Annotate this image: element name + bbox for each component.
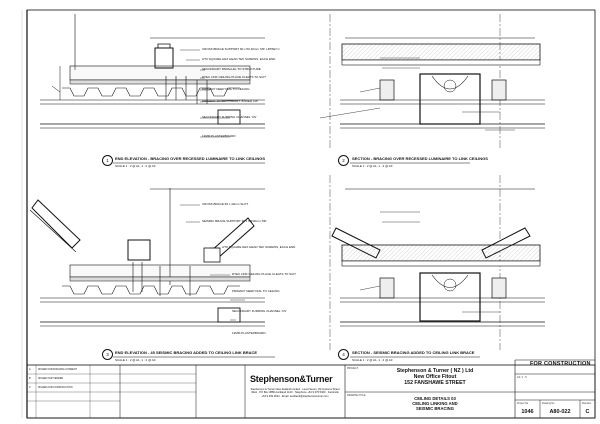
note-text: SECONDARY PARALLEL TO STRUCTURE (202, 67, 261, 71)
detail-3-number: 3 (102, 349, 113, 360)
revision-description: ISSUED FOR CONSTRUCTION (38, 386, 73, 389)
client-line-3: 152 FANSHAWE STREET (404, 380, 466, 386)
project-number: 1046 (521, 409, 534, 415)
sheet-label: A3 / 1 : 5 (517, 376, 527, 379)
note-text: 2/70 SQUARE HEX HEAD TEK SCREWS, EACH EN… (222, 245, 296, 249)
drawing-number: A80-022 (549, 409, 571, 415)
note-text: DTEC LINK CEILING PLACE CLEATS TO SUIT (232, 272, 297, 276)
title-line-2: CEILING LINKING AND (412, 401, 458, 406)
revision-description: ISSUED FOR BUILDING CONSENT (38, 368, 77, 371)
note-text: SECONDARY FURRING CHANNEL 'CS' (202, 115, 257, 119)
note-text: 13MM PLASTERBOARD (232, 331, 266, 335)
detail-3-drawing (29, 188, 265, 327)
revision-letter: C (585, 409, 590, 415)
detail-4-drawing (329, 175, 545, 350)
revision-label: Revision (582, 402, 592, 405)
client-name: Stephenson & Turner ( NZ ) Ltd New Offic… (380, 368, 490, 386)
detail-1-drawing (40, 14, 265, 138)
revision-code: A (29, 368, 31, 371)
revision-code: B (29, 377, 31, 380)
client-line-2: New Office Fitout (413, 374, 457, 380)
revision-code: C (29, 386, 31, 389)
drawing-title: CEILING DETAILS 03 CEILING LINKING AND S… (380, 396, 490, 411)
detail-4-caption: SECTION - SEISMIC BRACING ADDED TO CEILI… (352, 350, 475, 355)
detail-1-number: 1 (102, 155, 113, 166)
detail-3-scale: SCALE 1 : 2 @ A1, 1 : 4 @ A3 (115, 358, 156, 362)
detail-1-caption: END ELEVATION - BRACING OVER RECESSED LU… (115, 156, 266, 161)
revision-description: ISSUED FOR TENDER (38, 377, 64, 380)
company-address: Stephenson & Turner New Zealand Limited … (250, 388, 340, 398)
note-text: CROSS BRACE 90 x 40mm SLOT (202, 202, 249, 206)
drawing-no-label: Drawing No (542, 402, 555, 405)
detail-2-caption: SECTION - BRACING OVER RECESSED LUMINAIR… (352, 156, 488, 161)
note-text: DTEC LINK CEILING PLACE CLEATS TO SUIT (202, 75, 267, 79)
note-text: SECONDARY FURRING CHANNEL 'CS' (232, 309, 287, 313)
note-text: PRIMARY TO SECONDARY JOINER CW (202, 99, 258, 103)
detail-3-caption: END ELEVATION - 45 SEISMIC BRACING ADDED… (115, 350, 258, 355)
note-text: CROSS BRACE SUPPORT 90 x 50 40mm 'MF' LI… (202, 47, 280, 51)
note-text: 2/70 SQUARE HEX HEAD TEK SCREWS, EACH EN… (202, 57, 276, 61)
project-label: PROJECT (347, 367, 359, 370)
detail-2-drawing (319, 14, 545, 150)
note-text: SEISMIC BRACE SUPPORT 90 x 50/40mm 'MF' (202, 219, 267, 223)
detail-2-number: 2 (338, 155, 349, 166)
title-line-3: SEISMIC BRACING (416, 406, 454, 411)
client-line-1: Stephenson & Turner ( NZ ) Ltd (396, 368, 474, 374)
detail-2-scale: SCALE 1 : 2 @ A1, 1 : 4 @ A3 (352, 164, 393, 168)
detail-1-scale: SCALE 1 : 2 @ A1, 1 : 4 @ A3 (115, 164, 156, 168)
detail-4-number: 4 (338, 349, 349, 360)
drawing-title-label: DRAWING TITLE (347, 394, 366, 397)
note-text: PRIMARY DEEP DIAL TO CEILING (202, 87, 250, 91)
issue-status: FOR CONSTRUCTION (530, 361, 591, 367)
note-text: 13MM PLASTERBOARD (202, 134, 236, 138)
note-text: PRIMARY DEEP DIAL TO CEILING (232, 289, 280, 293)
title-line-1: CEILING DETAILS 03 (414, 396, 456, 401)
titleblock-lines (26, 359, 596, 419)
company-logo-text: Stephenson&Turner (250, 374, 333, 384)
detail-4-scale: SCALE 1 : 2 @ A1, 1 : 4 @ A3 (352, 358, 393, 362)
project-no-label: Project No (517, 402, 529, 405)
